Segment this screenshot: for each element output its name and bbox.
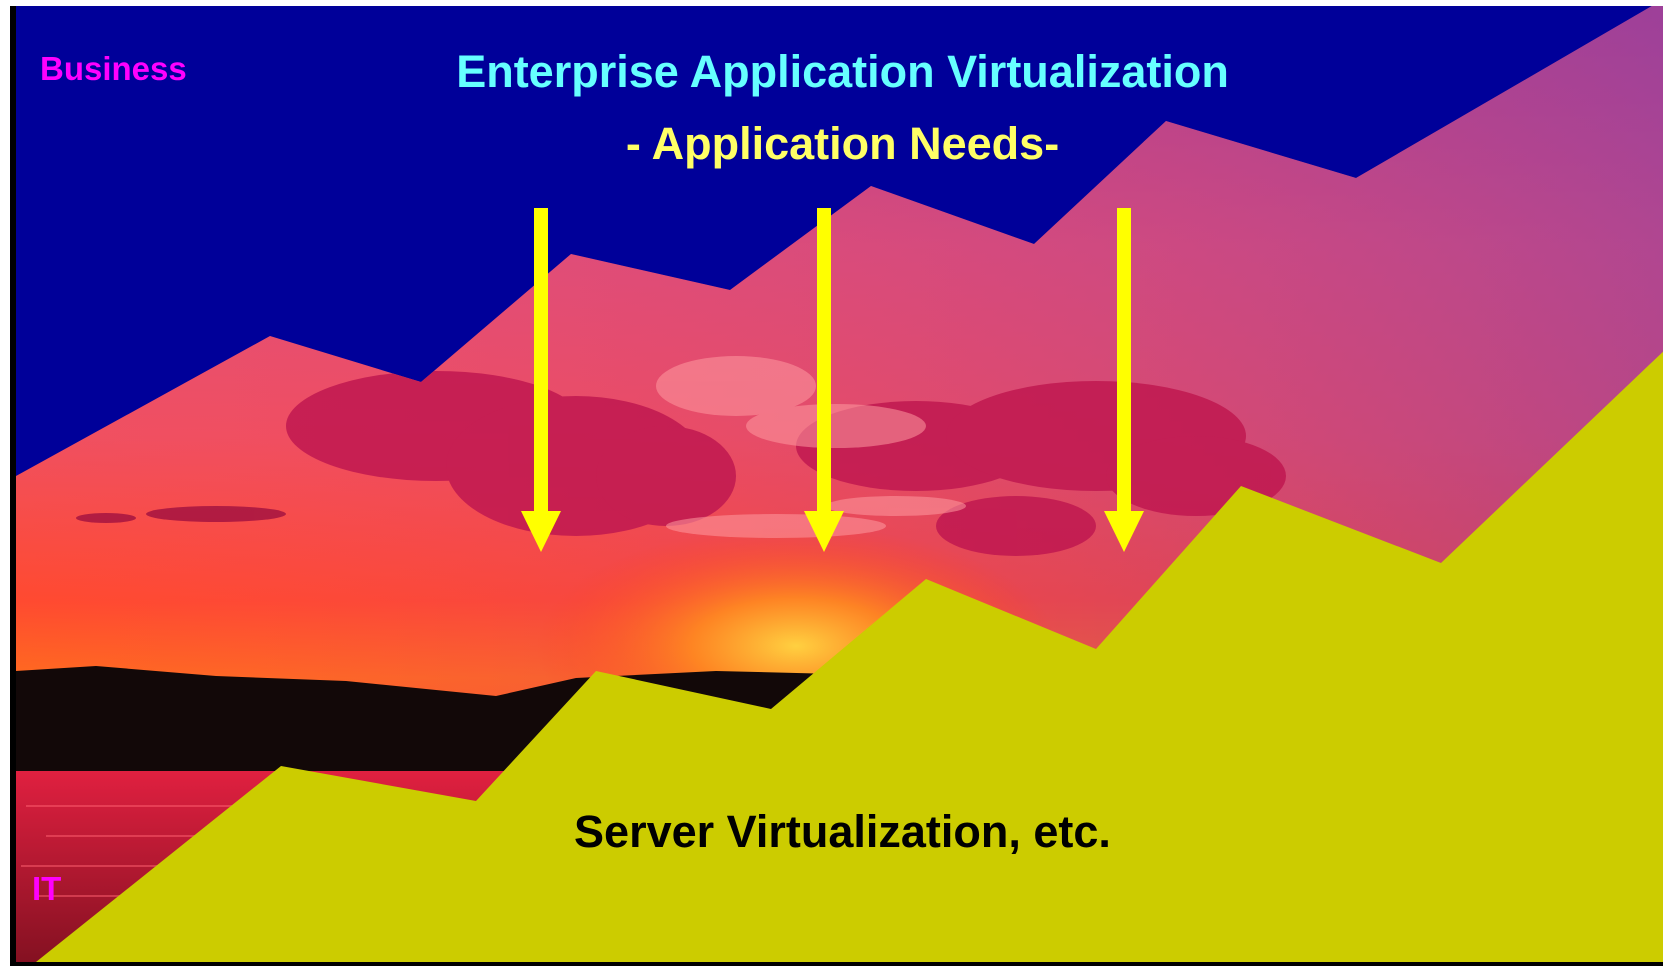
down-arrow bbox=[804, 208, 844, 552]
business-label: Business bbox=[40, 50, 187, 87]
it-label: IT bbox=[32, 870, 62, 907]
slide-title: Enterprise Application Virtualization bbox=[456, 46, 1229, 97]
base-area bbox=[36, 351, 1663, 962]
base-label: Server Virtualization, etc. bbox=[574, 806, 1111, 857]
down-arrow bbox=[521, 208, 561, 552]
scene-graphic bbox=[16, 6, 1663, 962]
slide: Business Enterprise Application Virtuali… bbox=[10, 6, 1663, 966]
down-arrow bbox=[1104, 208, 1144, 552]
slide-subtitle: - Application Needs- bbox=[625, 118, 1060, 169]
